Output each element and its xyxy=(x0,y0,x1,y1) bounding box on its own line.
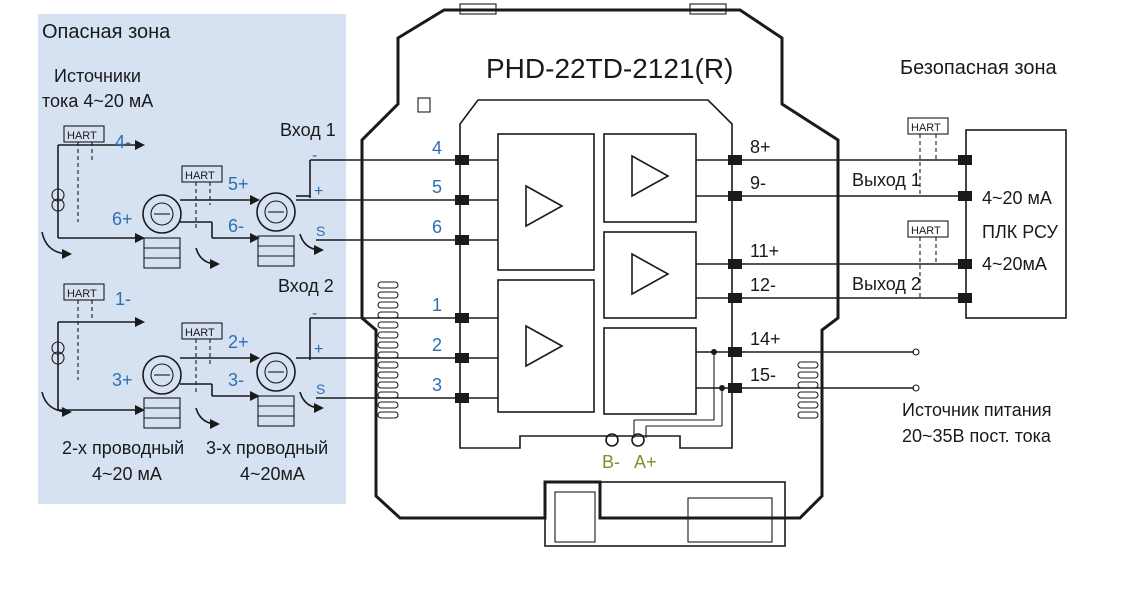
out-term-14: 14+ xyxy=(750,329,781,349)
term-6-plus: 6+ xyxy=(112,209,133,229)
two-wire-line1: 2-х проводный xyxy=(62,438,184,458)
input1-plus: + xyxy=(314,183,323,200)
out-term-11: 11+ xyxy=(750,241,779,261)
input-wiring xyxy=(296,155,498,403)
power-line2: 20~35В пост. тока xyxy=(902,426,1052,446)
safe-zone-title: Безопасная зона xyxy=(900,57,1057,79)
svg-text:HART: HART xyxy=(185,170,215,182)
hart-out2-label: HART xyxy=(911,225,941,237)
in-term-3: 3 xyxy=(432,375,442,395)
hazard-zone-title: Опасная зона xyxy=(42,21,171,43)
input1-shield: S xyxy=(316,223,325,239)
input2-plus: + xyxy=(314,341,323,358)
in-term-2: 2 xyxy=(432,335,442,355)
source-title-line2: тока 4~20 мА xyxy=(42,91,153,111)
term-6-minus: 6- xyxy=(228,216,244,236)
in-term-6: 6 xyxy=(432,217,442,237)
term-3-minus: 3- xyxy=(228,370,244,390)
plc-box xyxy=(965,129,1067,319)
input2-minus: - xyxy=(312,305,317,322)
input1-minus: - xyxy=(312,147,317,164)
input2-label: Вход 2 xyxy=(278,276,334,296)
input2-sources: HART 1- 3+ HART 2+ 3- xyxy=(41,276,334,429)
input1-label: Вход 1 xyxy=(280,120,336,140)
input1-sources: HART 4- 6+ HART 5+ 6- xyxy=(41,120,336,269)
plc-line1: 4~20 мА xyxy=(982,188,1052,208)
svg-text:HART: HART xyxy=(67,288,97,300)
three-wire-line2: 4~20мА xyxy=(240,464,305,484)
bus-a-label: A+ xyxy=(634,452,657,472)
out-term-12: 12- xyxy=(750,275,776,295)
output2-label: Выход 2 xyxy=(852,274,921,294)
isolation-blocks xyxy=(497,133,697,415)
out-term-9: 9- xyxy=(750,173,766,193)
term-4-minus: 4- xyxy=(115,132,131,152)
term-5-plus: 5+ xyxy=(228,174,249,194)
output-wiring xyxy=(605,117,972,447)
two-wire-line2: 4~20 мА xyxy=(92,464,162,484)
term-3-plus: 3+ xyxy=(112,370,133,390)
in-term-1: 1 xyxy=(432,295,442,315)
input2-shield: S xyxy=(316,381,325,397)
out-term-15: 15- xyxy=(750,365,776,385)
plc-line2: ПЛК РСУ xyxy=(982,222,1058,242)
source-title-line1: Источники xyxy=(54,66,141,86)
three-wire-line1: 3-х проводный xyxy=(206,438,328,458)
term-1-minus: 1- xyxy=(115,289,131,309)
in-term-4: 4 xyxy=(432,138,442,158)
out-term-8: 8+ xyxy=(750,137,771,157)
bus-b-label: B- xyxy=(602,452,620,472)
vent-slots-right xyxy=(797,361,819,419)
term-2-plus: 2+ xyxy=(228,332,249,352)
in-term-5: 5 xyxy=(432,177,442,197)
device-housing xyxy=(360,3,840,547)
hart-label: HART xyxy=(67,130,97,142)
power-line1: Источник питания xyxy=(902,400,1051,420)
plc-line3: 4~20мА xyxy=(982,254,1047,274)
hazard-zone-area xyxy=(38,14,346,504)
output1-label: Выход 1 xyxy=(852,170,921,190)
device-model: PHD-22TD-2121(R) xyxy=(486,53,733,84)
hart-out1-label: HART xyxy=(911,122,941,134)
svg-text:HART: HART xyxy=(185,327,215,339)
